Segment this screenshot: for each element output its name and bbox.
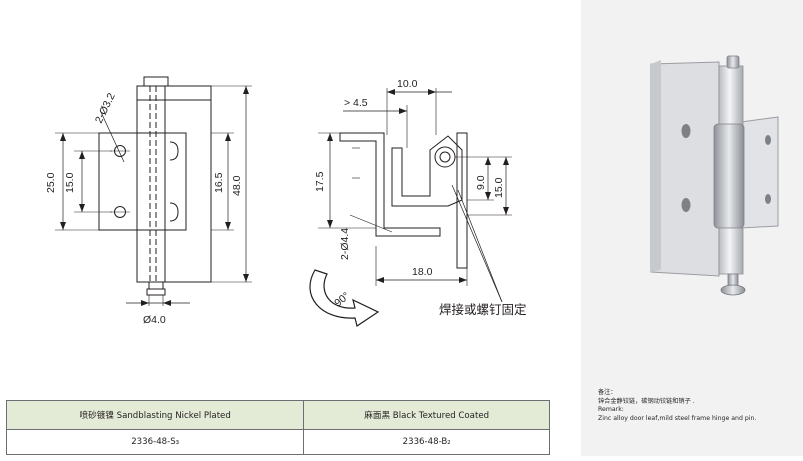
dim-16-5: 16.5 <box>213 172 225 193</box>
side-hole-label: 2-Ø4.4 <box>339 228 351 260</box>
dim-17-5: 17.5 <box>314 171 326 192</box>
weld-note: 焊接或螺钉固定 <box>439 302 527 317</box>
code-nickel: 2336-48-S₃ <box>5 429 305 455</box>
side-door-leaf <box>391 135 463 207</box>
front-view <box>55 76 252 306</box>
side-pin-outer <box>434 146 456 168</box>
finish-table: 喷砂镀镍 Sandblasting Nickel Plated 麻面黑 Blac… <box>5 400 550 455</box>
dim-15-side: 15.0 <box>493 177 505 198</box>
finish-table-code-row: 2336-48-S₃ 2336-48-B₂ <box>5 429 550 455</box>
rotation-arrow-icon: 90° <box>309 269 380 327</box>
code-black: 2336-48-B₂ <box>303 429 550 455</box>
remark-title-cn: 备注： <box>598 389 617 396</box>
door-leaf <box>164 85 212 283</box>
front-hole-label: 2-Ø3.2 <box>93 91 118 125</box>
side-view <box>318 88 512 303</box>
dim-25: 25.0 <box>45 172 57 193</box>
pin-bottom <box>148 281 164 290</box>
product-image <box>650 55 779 296</box>
remark-block: 备注： 锌合金静铰链，碳钢动铰链和销子 . Remark: Zinc alloy… <box>598 389 756 423</box>
remark-title-en: Remark: <box>598 406 624 414</box>
remark-body-cn: 锌合金静铰链，碳钢动铰链和销子 . <box>598 397 695 405</box>
finish-table-header-row: 喷砂镀镍 Sandblasting Nickel Plated 麻面黑 Blac… <box>5 400 550 430</box>
finish-header-nickel: 喷砂镀镍 Sandblasting Nickel Plated <box>5 400 305 430</box>
finish-header-black: 麻面黑 Black Textured Coated <box>303 400 550 430</box>
frame-leaf <box>98 132 187 231</box>
side-frame-bracket <box>339 132 441 237</box>
remark-body-en: Zinc alloy door leaf,mild steel frame hi… <box>598 414 757 422</box>
knuckle-column <box>136 85 166 283</box>
dim-15: 15.0 <box>64 172 76 193</box>
side-pin-inner <box>439 151 451 163</box>
dim-9: 9.0 <box>475 175 487 190</box>
pin-top <box>143 76 169 87</box>
product-panel <box>581 0 803 456</box>
dim-pin-dia: Ø4.0 <box>143 314 166 326</box>
dim-48: 48.0 <box>231 175 243 196</box>
dim-10: 10.0 <box>397 78 418 90</box>
dim-18: 18.0 <box>412 266 433 278</box>
dim-4-5: > 4.5 <box>344 97 368 109</box>
